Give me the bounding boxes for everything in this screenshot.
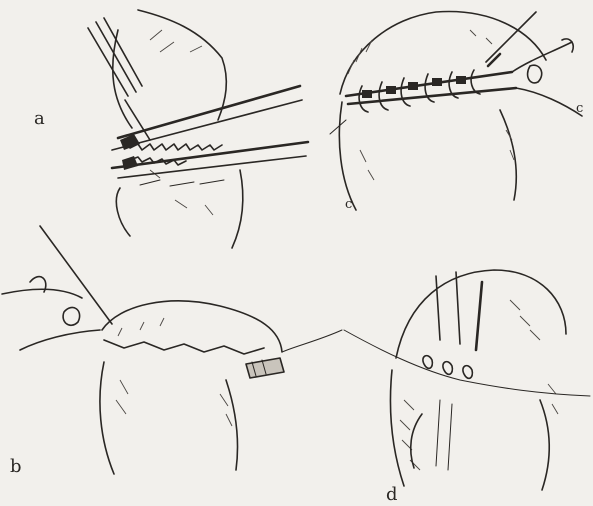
panel-c [330,12,582,210]
panel-c-part-label-right: c [576,101,583,116]
panel-d-label: d [386,484,398,505]
panel-d [344,270,590,490]
panel-b-label: b [10,456,22,477]
panel-a-label: a [34,108,45,129]
panel-a [88,10,308,248]
panel-b [2,226,342,474]
panel-c-part-label-left: c [345,197,352,212]
